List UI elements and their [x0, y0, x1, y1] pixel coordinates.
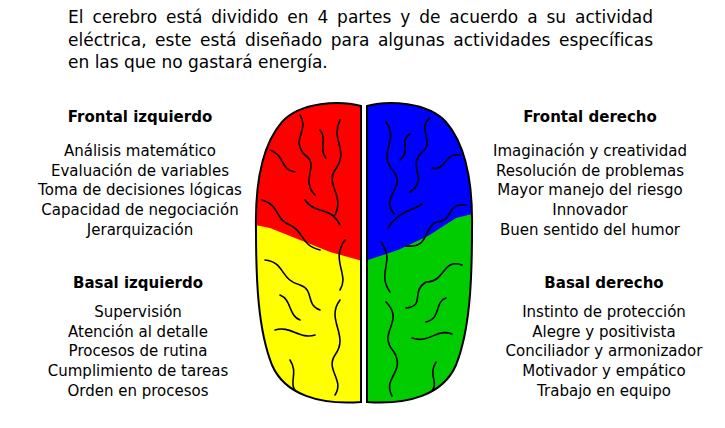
hemisphere-outline: [367, 103, 472, 402]
trait-item: Motivador y empático: [522, 362, 686, 380]
basal-right-region: [367, 103, 472, 402]
trait-item: Capacidad de negociación: [41, 201, 238, 219]
trait-item: Trabajo en equipo: [537, 382, 671, 400]
intro-paragraph: El cerebro está dividido en 4 partes y d…: [68, 6, 653, 74]
left-hemisphere: [256, 103, 361, 402]
trait-item: Supervisión: [94, 303, 182, 321]
basal-left-region: [256, 103, 361, 402]
brain-folds: [262, 115, 345, 395]
region-heading: Frontal derecho: [523, 108, 657, 126]
trait-item: Atención al detalle: [68, 323, 208, 341]
trait-item: Toma de decisiones lógicas: [38, 181, 242, 199]
trait-item: Cumplimiento de tareas: [48, 362, 228, 380]
trait-item: Conciliador y armonizador: [506, 342, 703, 360]
trait-item: Evaluación de variables: [51, 162, 229, 180]
trait-item: Imaginación y creatividad: [493, 142, 687, 160]
right-hemisphere: [367, 103, 472, 402]
trait-item: Buen sentido del humor: [500, 221, 680, 239]
trait-item: Jerarquización: [87, 221, 193, 239]
region-heading: Frontal izquierdo: [68, 108, 212, 126]
trait-item: Análisis matemático: [64, 142, 216, 160]
trait-item: Instinto de protección: [522, 303, 686, 321]
trait-item: Alegre y positivista: [532, 323, 675, 341]
region-heading: Basal izquierdo: [73, 274, 203, 292]
trait-item: Resolución de problemas: [496, 162, 684, 180]
hemisphere-outline: [256, 103, 361, 402]
trait-item: Innovador: [552, 201, 628, 219]
trait-item: Mayor manejo del riesgo: [497, 181, 683, 199]
trait-item: Orden en procesos: [67, 382, 208, 400]
frontal-right-region: [367, 103, 472, 402]
region-heading: Basal derecho: [544, 274, 663, 292]
trait-item: Procesos de rutina: [69, 342, 208, 360]
brain-folds: [381, 118, 466, 396]
frontal-left-region: [256, 103, 361, 402]
